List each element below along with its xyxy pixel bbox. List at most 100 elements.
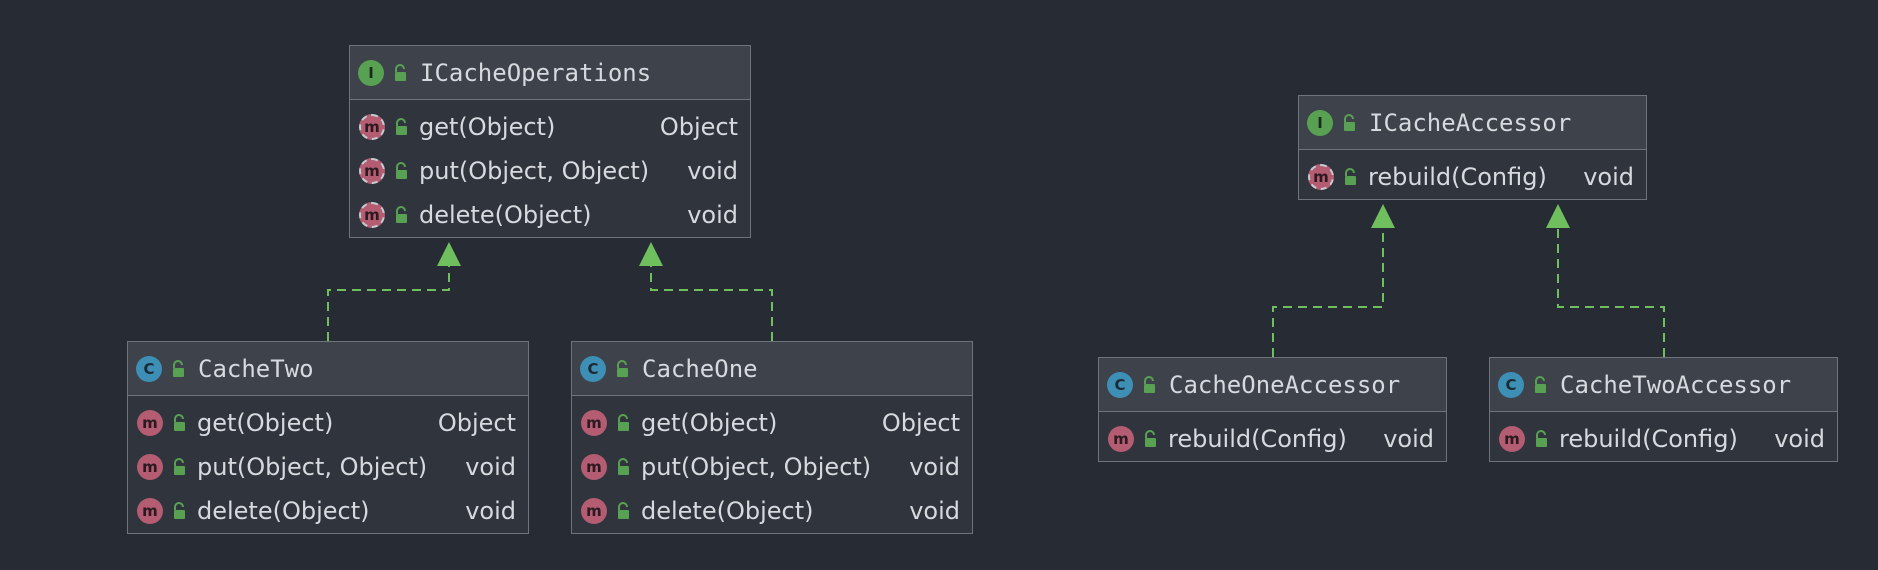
public-visibility-icon — [1144, 375, 1155, 393]
public-visibility-icon — [617, 359, 628, 377]
public-visibility-icon — [396, 206, 407, 223]
box-header: C CacheOneAccessor — [1099, 358, 1446, 412]
public-visibility-icon — [1145, 430, 1156, 447]
type-name: ICacheAccessor — [1369, 108, 1572, 137]
public-visibility-icon — [395, 63, 406, 81]
method-signature: rebuild(Config) — [1559, 425, 1738, 453]
method-icon: m — [137, 454, 163, 480]
method-icon: m — [137, 498, 163, 524]
arrowhead-icon — [1546, 204, 1570, 228]
method-return-type: Object — [659, 113, 738, 141]
method-row[interactable]: m rebuild(Config) void — [1490, 417, 1837, 461]
arrowhead-icon — [639, 242, 663, 266]
method-signature: put(Object, Object) — [197, 453, 428, 481]
public-visibility-icon — [173, 359, 184, 377]
public-visibility-icon — [618, 502, 629, 519]
method-return-type: void — [1774, 425, 1825, 453]
public-visibility-icon — [618, 458, 629, 475]
implements-arrow-cacheoneaccessor-to-icacheaccessor — [1272, 204, 1395, 357]
abstract-method-icon: m — [359, 158, 385, 184]
method-row[interactable]: m delete(Object) void — [572, 489, 972, 533]
abstract-method-icon: m — [359, 114, 385, 140]
implements-arrow-cachetwo-to-icacheoperations — [327, 242, 461, 341]
method-return-type: Object — [881, 409, 960, 437]
box-header: C CacheOne — [572, 342, 972, 396]
method-signature: delete(Object) — [419, 201, 592, 229]
arrowhead-icon — [437, 242, 461, 266]
type-name: CacheOne — [642, 354, 758, 383]
method-signature: put(Object, Object) — [641, 453, 872, 481]
public-visibility-icon — [618, 414, 629, 431]
method-signature: put(Object, Object) — [419, 157, 650, 185]
abstract-method-icon: m — [359, 202, 385, 228]
public-visibility-icon — [396, 162, 407, 179]
method-signature: delete(Object) — [641, 497, 814, 525]
method-row[interactable]: m put(Object, Object) void — [350, 149, 750, 193]
method-list: m rebuild(Config) void — [1099, 412, 1446, 461]
method-signature: rebuild(Config) — [1168, 425, 1347, 453]
method-row[interactable]: m delete(Object) void — [128, 489, 528, 533]
method-row[interactable]: m delete(Object) void — [350, 193, 750, 237]
type-name: CacheTwoAccessor — [1560, 370, 1792, 399]
method-return-type: void — [909, 453, 960, 481]
method-row[interactable]: m get(Object) Object — [572, 401, 972, 445]
method-icon: m — [581, 498, 607, 524]
public-visibility-icon — [1535, 375, 1546, 393]
method-return-type: void — [687, 201, 738, 229]
public-visibility-icon — [1536, 430, 1547, 447]
method-return-type: void — [465, 497, 516, 525]
class-box-cachetwoaccessor[interactable]: C CacheTwoAccessor m rebuild(Config) void — [1489, 357, 1838, 462]
public-visibility-icon — [1344, 113, 1355, 131]
method-icon: m — [581, 454, 607, 480]
method-row[interactable]: m rebuild(Config) void — [1099, 417, 1446, 461]
public-visibility-icon — [174, 502, 185, 519]
method-icon: m — [1108, 426, 1134, 452]
class-icon: C — [136, 355, 162, 382]
type-name: CacheOneAccessor — [1169, 370, 1401, 399]
type-name: CacheTwo — [198, 354, 314, 383]
public-visibility-icon — [1345, 168, 1356, 185]
method-return-type: Object — [437, 409, 516, 437]
method-return-type: void — [1583, 163, 1634, 191]
method-list: m get(Object) Object m put(Object, Object) vo… — [572, 396, 972, 533]
class-box-cacheoneaccessor[interactable]: C CacheOneAccessor m rebuild(Config) void — [1098, 357, 1447, 462]
method-icon: m — [1499, 426, 1525, 452]
method-return-type: void — [687, 157, 738, 185]
class-icon: C — [1107, 371, 1133, 398]
class-icon: C — [580, 355, 606, 382]
abstract-method-icon: m — [1308, 164, 1334, 190]
method-list: m rebuild(Config) void — [1490, 412, 1837, 461]
class-icon: C — [1498, 371, 1524, 398]
method-row[interactable]: m put(Object, Object) void — [128, 445, 528, 489]
method-return-type: void — [909, 497, 960, 525]
public-visibility-icon — [174, 414, 185, 431]
box-header: C CacheTwoAccessor — [1490, 358, 1837, 412]
public-visibility-icon — [396, 118, 407, 135]
method-return-type: void — [1383, 425, 1434, 453]
box-header: C CacheTwo — [128, 342, 528, 396]
method-row[interactable]: m put(Object, Object) void — [572, 445, 972, 489]
class-box-cachetwo[interactable]: C CacheTwo m get(Object) Object m put(Object, … — [127, 341, 529, 534]
method-return-type: void — [465, 453, 516, 481]
public-visibility-icon — [174, 458, 185, 475]
method-signature: get(Object) — [641, 409, 778, 437]
arrowhead-icon — [1371, 204, 1395, 228]
method-signature: get(Object) — [197, 409, 334, 437]
implements-arrow-cachetwoaccessor-to-icacheaccessor — [1546, 204, 1665, 357]
method-icon: m — [581, 410, 607, 436]
method-list: m get(Object) Object m put(Object, Object) vo… — [128, 396, 528, 533]
interface-icon: I — [1307, 109, 1333, 136]
method-signature: delete(Object) — [197, 497, 370, 525]
implements-arrow-cacheone-to-icacheoperations — [639, 242, 773, 341]
interface-icon: I — [358, 59, 384, 86]
class-box-cacheone[interactable]: C CacheOne m get(Object) Object m put(Object, … — [571, 341, 973, 534]
